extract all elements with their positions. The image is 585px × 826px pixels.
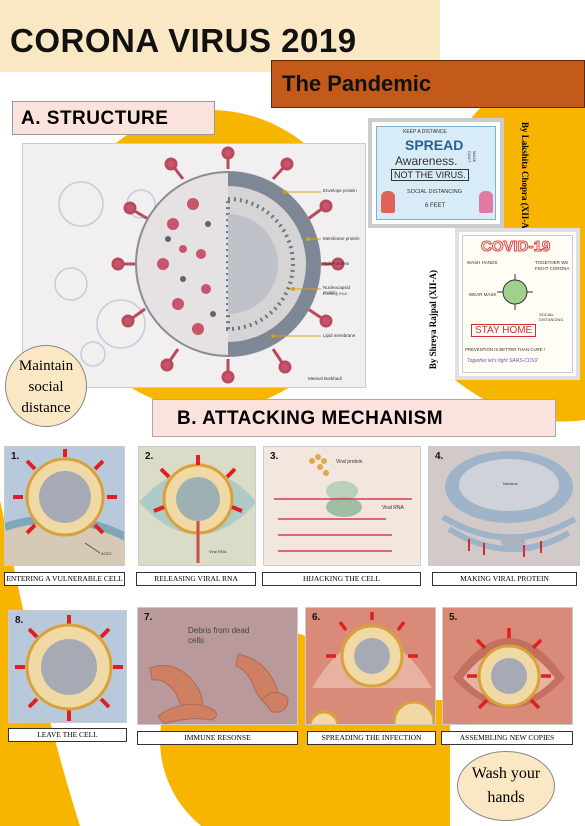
step-8-illustration: 8. bbox=[8, 610, 127, 723]
step-4-caption: MAKING VIRAL PROTEIN bbox=[432, 572, 577, 586]
subtitle-banner: The Pandemic bbox=[271, 60, 585, 108]
virus-structure-diagram: Envelope protein Membrane protein Spike … bbox=[22, 143, 366, 388]
poster-2-line: WASH HANDS bbox=[467, 260, 498, 265]
diagram-credit: Meenal Borkhadi bbox=[308, 376, 342, 381]
step-2-number: 2. bbox=[145, 451, 154, 462]
section-b-label: B. ATTACKING MECHANISM bbox=[177, 408, 444, 429]
poster-2-line: COVID-19 bbox=[480, 238, 551, 256]
bubble-left-line: social bbox=[28, 379, 64, 395]
poster-2-line: SOCIAL DISTANCING bbox=[539, 312, 564, 322]
section-a-label: A. STRUCTURE bbox=[21, 108, 169, 129]
label-nucleocapsid-protein: Nucleocapsid protein bbox=[323, 285, 351, 295]
poster-1-artwork: KEEP A DISTANCE SPREAD Awareness. NOT TH… bbox=[376, 126, 496, 220]
poster-2-line: PREVENTION IS BETTER THAN CURE ! bbox=[465, 347, 545, 352]
step-2-caption: RELEASING VIRAL RNA bbox=[136, 572, 256, 586]
poster-1-line: SOCIAL DISTANCING bbox=[407, 189, 463, 195]
page-title: CORONA VIRUS 2019 bbox=[10, 22, 357, 59]
virus-illustration bbox=[54, 146, 345, 384]
step-2-illustration: 2. Viral RNA bbox=[138, 446, 256, 566]
bubble-right-line: Wash your bbox=[471, 765, 541, 782]
step-5-illustration: 5. bbox=[442, 607, 573, 725]
bubble-left-line: distance bbox=[21, 400, 71, 416]
step-2-label: Viral RNA bbox=[209, 549, 227, 554]
section-b-heading: B. ATTACKING MECHANISM bbox=[152, 399, 556, 437]
poster-1-line: NOT THE VIRUS. bbox=[391, 169, 469, 181]
step-4-label: Nucleus bbox=[503, 481, 518, 486]
step-7-number: 7. bbox=[144, 612, 153, 623]
virus-sketch-icon bbox=[497, 274, 533, 310]
poster-2-line: WEAR MASK bbox=[469, 292, 497, 297]
poster-1-line: MASK CAN'T bbox=[467, 151, 477, 163]
poster-1-line: 6 FEET bbox=[425, 203, 446, 209]
step-6-illustration: 6. bbox=[305, 607, 436, 725]
maintain-distance-bubble: Maintain social distance bbox=[5, 345, 87, 427]
poster-covid-19: COVID-19 WASH HANDS WEAR MASK TOGETHER W… bbox=[455, 228, 580, 380]
label-lipid-membrane: Lipid membrane bbox=[323, 333, 356, 338]
step-3-label-protein: Viral protein bbox=[336, 459, 363, 465]
person-figure-icon bbox=[381, 191, 395, 213]
label-envelope-protein: Envelope protein bbox=[323, 188, 357, 193]
step-1-label: ACE2 bbox=[101, 551, 112, 556]
page-subtitle: The Pandemic bbox=[282, 71, 432, 96]
label-forming-rna: Forming RNA bbox=[323, 291, 348, 296]
poster-spread-awareness: KEEP A DISTANCE SPREAD Awareness. NOT TH… bbox=[368, 118, 504, 228]
poster-1-line: Awareness. bbox=[395, 154, 458, 168]
person-figure-icon bbox=[479, 191, 493, 213]
step-3-number: 3. bbox=[270, 451, 279, 462]
step-7-illustration: 7. Debris from dead cells bbox=[137, 607, 298, 725]
poster-2-author: By Shreya Rajpal (XII-A) bbox=[428, 270, 438, 370]
bubble-right-line: hands bbox=[487, 789, 525, 806]
step-6-caption: SPREADING THE INFECTION bbox=[307, 731, 436, 745]
step-7-caption: IMMUNE RESONSE bbox=[137, 731, 298, 745]
step-3-label-rna: Viral RNA bbox=[382, 505, 404, 511]
step-1-caption: ENTERING A VULNERABLE CELL bbox=[4, 572, 125, 586]
poster-1-line: KEEP A DISTANCE bbox=[403, 129, 447, 135]
step-3-illustration: 3. Viral protein Viral RNA bbox=[263, 446, 421, 566]
step-4-number: 4. bbox=[435, 451, 444, 462]
poster-1-author: By Lakshita Chopra (XII-A) bbox=[520, 122, 530, 232]
poster-1-line: SPREAD bbox=[405, 137, 464, 153]
step-4-illustration: 4. Nucleus bbox=[428, 446, 580, 566]
label-membrane-protein: Membrane protein bbox=[323, 236, 360, 241]
section-a-heading: A. STRUCTURE bbox=[12, 101, 215, 135]
step-1-illustration: 1. ACE2 bbox=[4, 446, 125, 566]
bubble-left-line: Maintain bbox=[18, 358, 74, 374]
step-7-label: Debris from dead cells bbox=[188, 626, 250, 645]
poster-2-artwork: COVID-19 WASH HANDS WEAR MASK TOGETHER W… bbox=[462, 235, 573, 373]
step-8-number: 8. bbox=[15, 615, 24, 626]
poster-2-line: Together let's fight SARS-COV2 bbox=[467, 358, 538, 364]
step-8-caption: LEAVE THE CELL bbox=[8, 728, 127, 742]
step-5-caption: ASSEMBLING NEW COPIES bbox=[441, 731, 573, 745]
step-5-number: 5. bbox=[449, 612, 458, 623]
poster-2-line: TOGETHER WE FIGHT CORONA bbox=[535, 260, 570, 271]
poster-2-line: STAY HOME bbox=[471, 324, 537, 337]
wash-hands-bubble: Wash your hands bbox=[457, 751, 555, 821]
step-6-number: 6. bbox=[312, 612, 321, 623]
label-spike-protein: Spike protein bbox=[323, 261, 350, 266]
step-3-caption: HIJACKING THE CELL bbox=[262, 572, 421, 586]
step-1-number: 1. bbox=[11, 451, 20, 462]
